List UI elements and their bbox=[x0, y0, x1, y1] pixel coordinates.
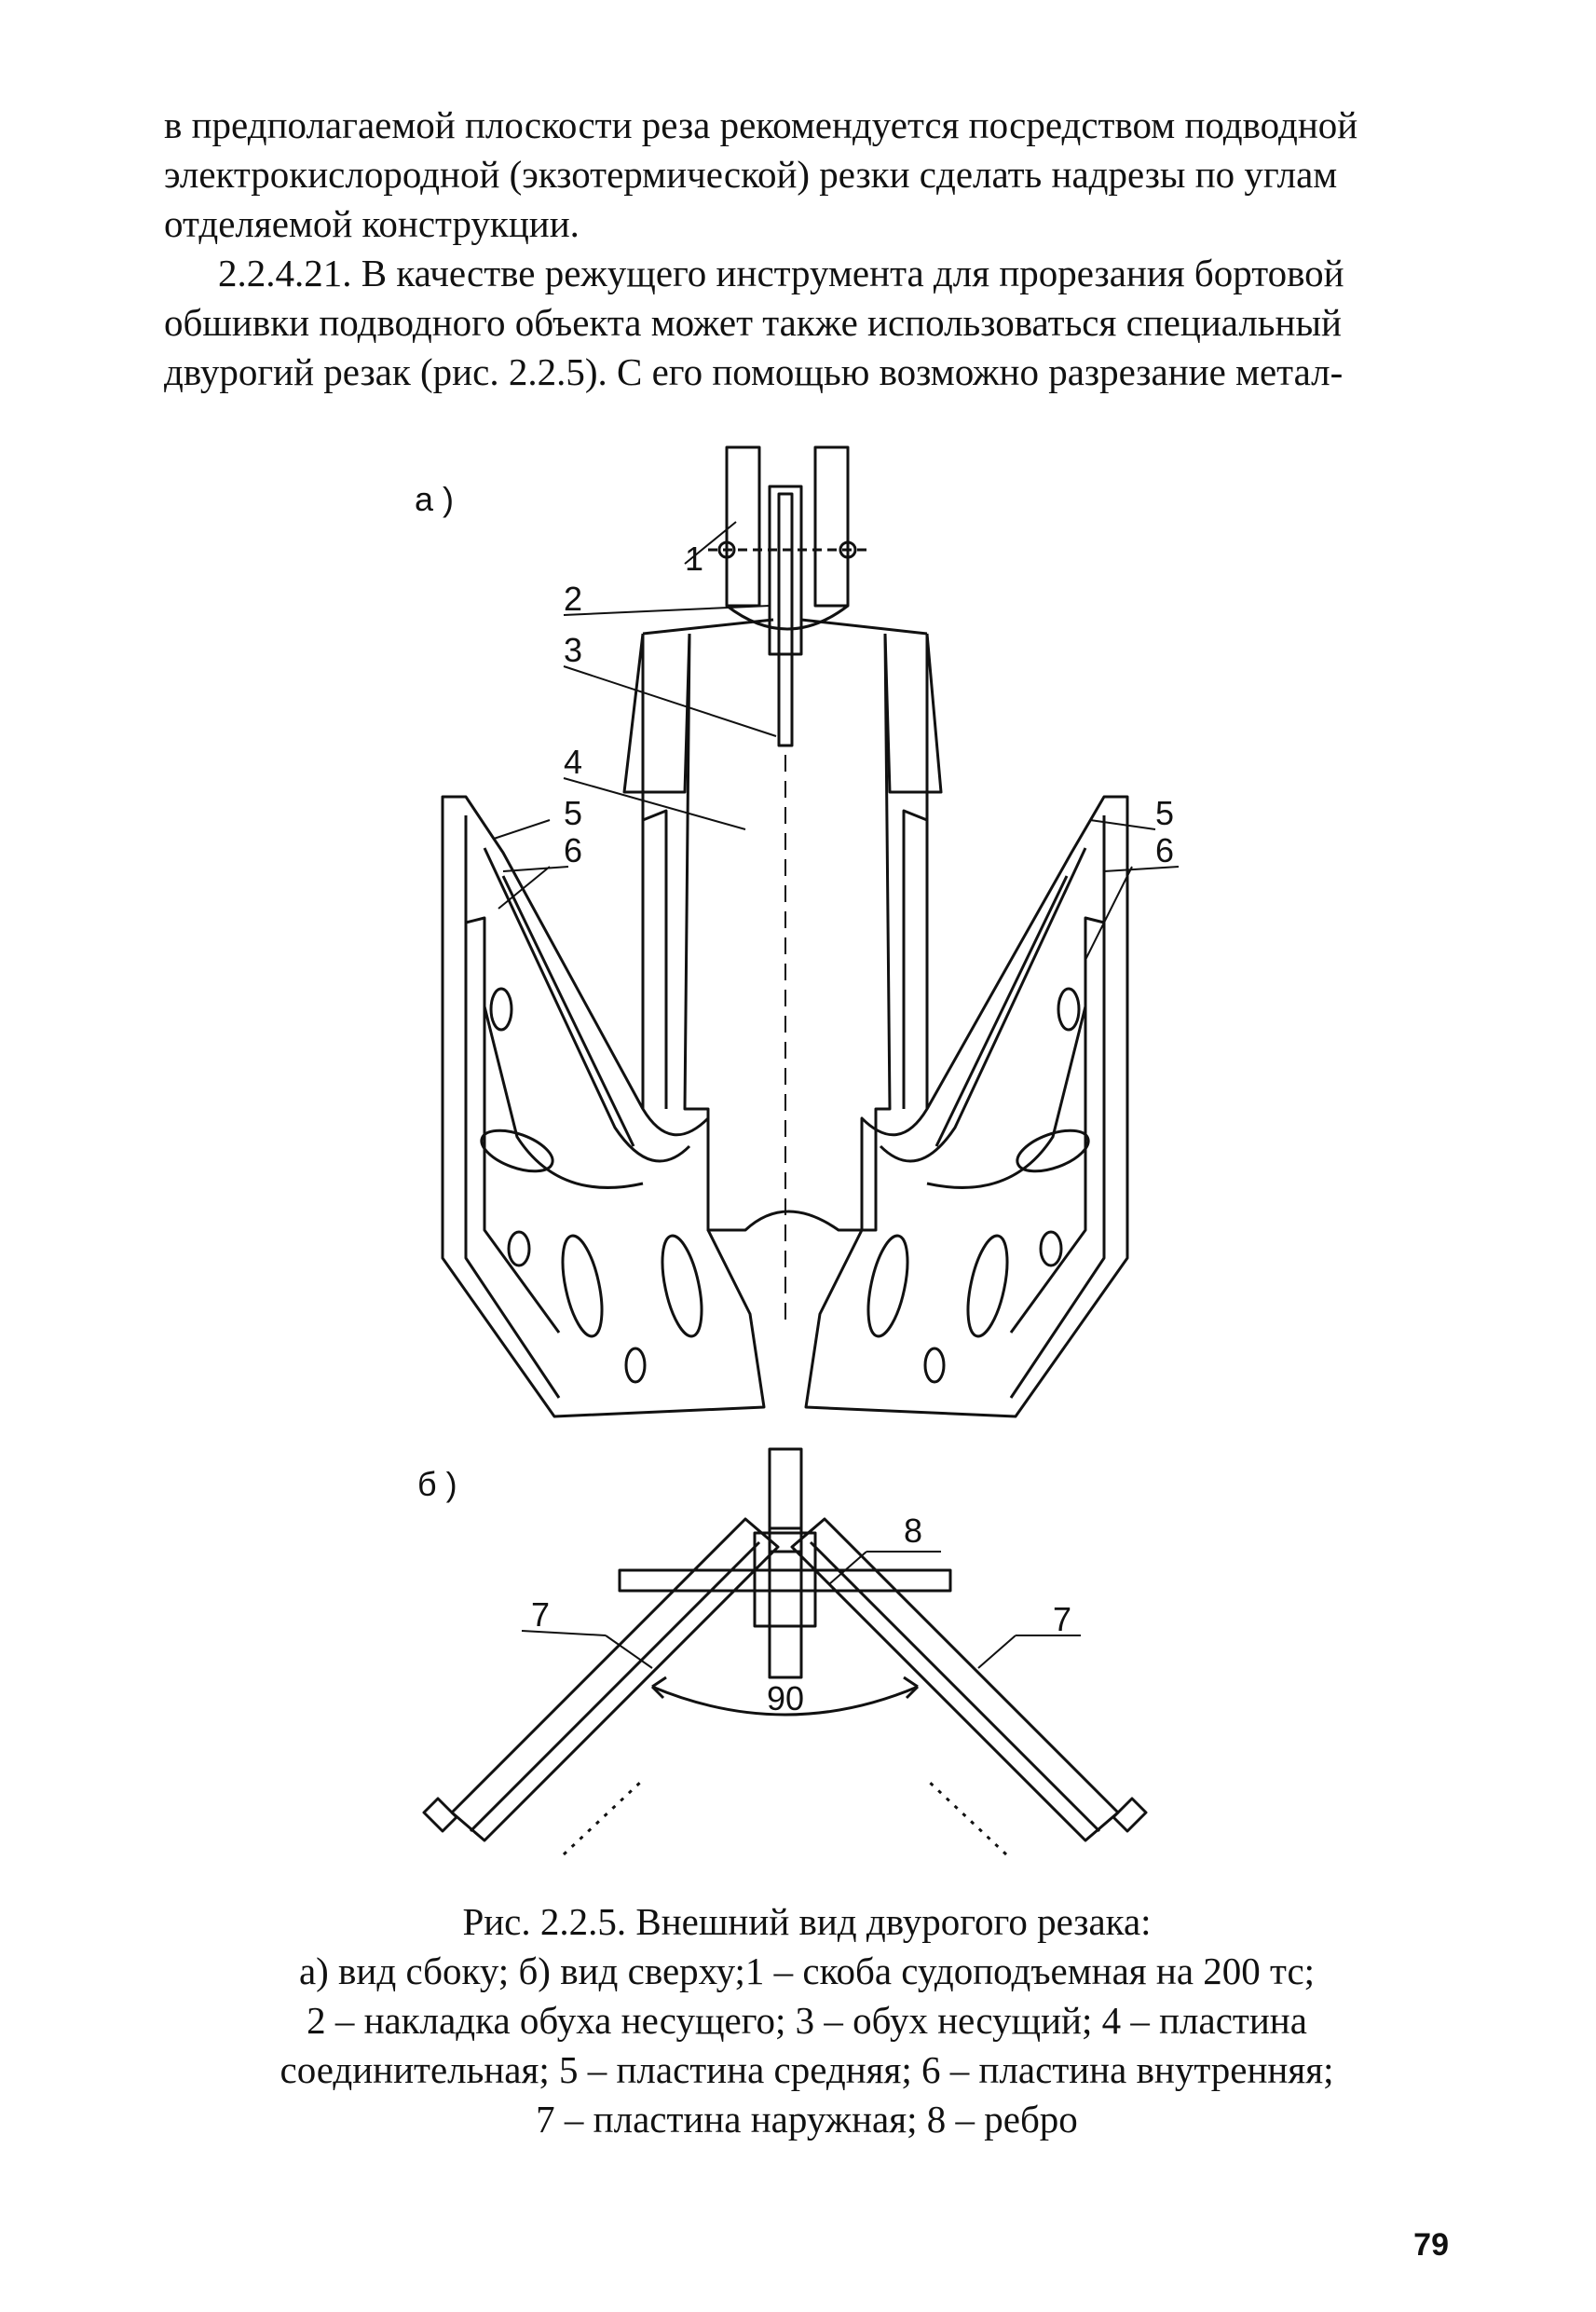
callout-leaders bbox=[493, 521, 1180, 961]
right-horn bbox=[804, 795, 1129, 1418]
callout-2: 2 bbox=[564, 580, 582, 618]
view-a-label: а ) bbox=[415, 480, 454, 518]
paragraph-continued: в предполагаемой плоскости реза рекоменд… bbox=[164, 101, 1450, 249]
callout-8: 8 bbox=[904, 1512, 922, 1550]
text-line: обшивки подводного объекта может также и… bbox=[164, 301, 1342, 344]
figure-caption: Рис. 2.2.5. Внешний вид двурогого резака… bbox=[164, 1897, 1450, 2144]
connecting-plate bbox=[622, 618, 943, 1232]
paragraph-2-2-4-21: 2.2.4.21. В качестве режущего инструмент… bbox=[164, 249, 1450, 397]
lug bbox=[768, 485, 803, 1323]
text-line: 2.2.4.21. В качестве режущего инструмент… bbox=[218, 252, 1344, 294]
callout-3: 3 bbox=[564, 631, 582, 669]
top-view bbox=[422, 1447, 1148, 1856]
text-line: в предполагаемой плоскости реза рекоменд… bbox=[164, 103, 1358, 146]
callout-6-left: 6 bbox=[564, 831, 582, 869]
callout-7-right: 7 bbox=[1053, 1600, 1071, 1638]
caption-line: а) вид сбоку; б) вид сверху;1 – скоба су… bbox=[298, 1949, 1316, 1992]
page-number: 79 bbox=[1413, 2227, 1449, 2263]
callout-4: 4 bbox=[564, 743, 582, 781]
caption-line: 2 – накладка обуха несущего; 3 – обух не… bbox=[307, 1999, 1307, 2042]
caption-line: соединительная; 5 – пластина средняя; 6 … bbox=[280, 2048, 1334, 2091]
angle-label: 90 bbox=[767, 1679, 804, 1717]
shackle bbox=[708, 445, 871, 631]
callout-5-right: 5 bbox=[1155, 794, 1174, 832]
callout-1: 1 bbox=[685, 540, 703, 578]
text-line: двурогий резак (рис. 2.2.5). С его помощ… bbox=[164, 350, 1344, 393]
callout-5-left: 5 bbox=[564, 794, 582, 832]
text-line: электрокислородной (экзотермической) рез… bbox=[164, 153, 1338, 196]
left-horn bbox=[441, 795, 766, 1418]
text-line: отделяемой конструкции. bbox=[164, 202, 580, 245]
callout-7-left: 7 bbox=[531, 1595, 550, 1634]
view-b-label: б ) bbox=[417, 1465, 457, 1503]
caption-line: 7 – пластина наружная; 8 – ребро bbox=[536, 2098, 1078, 2141]
caption-line: Рис. 2.2.5. Внешний вид двурогого резака… bbox=[462, 1900, 1152, 1943]
callout-6-right: 6 bbox=[1155, 831, 1174, 869]
